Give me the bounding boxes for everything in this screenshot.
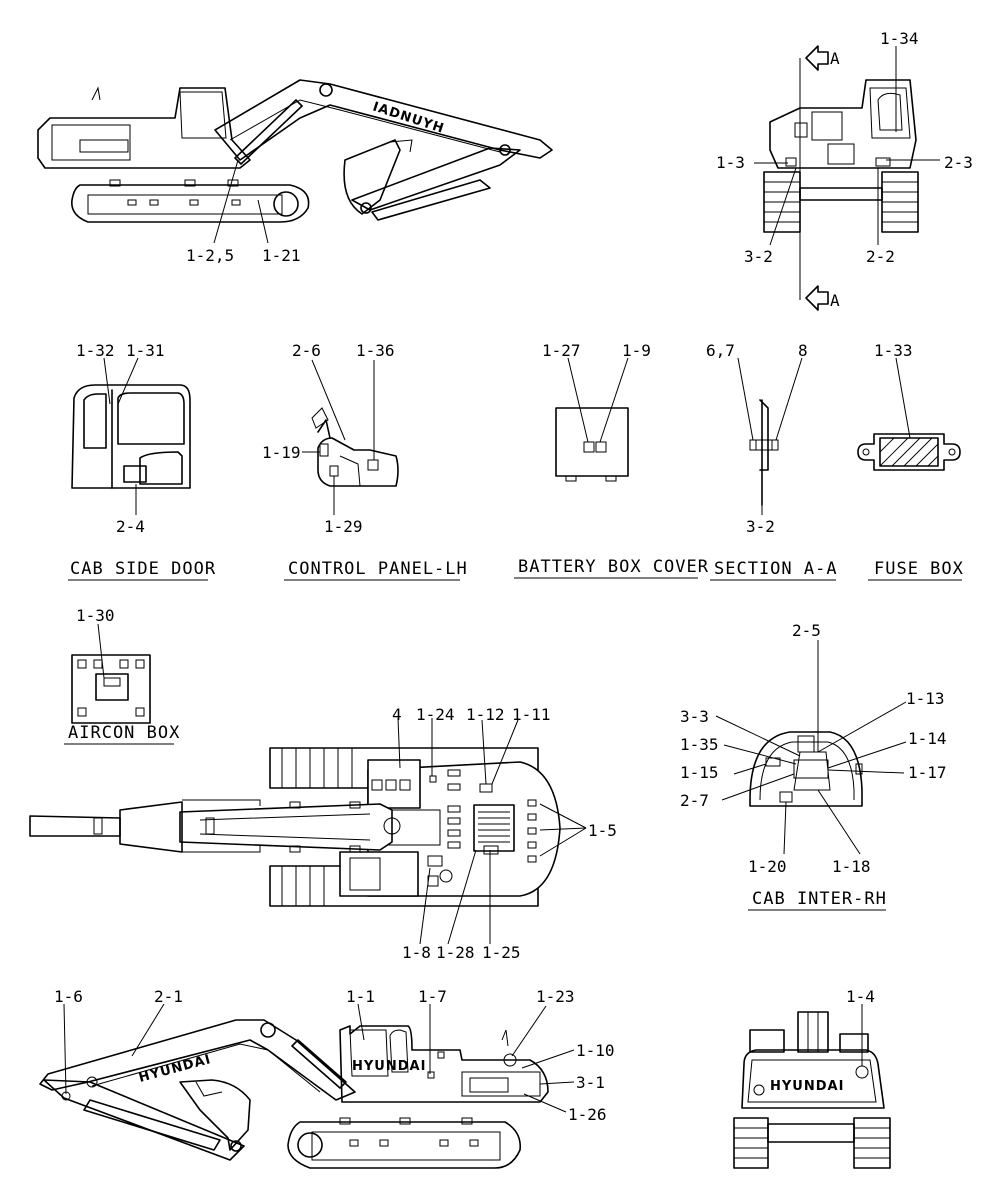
- callout-1-14: 1-14: [908, 729, 947, 748]
- callout-1-24: 1-24: [416, 705, 455, 724]
- callout-1-12: 1-12: [466, 705, 505, 724]
- callout-1-18: 1-18: [832, 857, 871, 876]
- section-arrow-bottom-label: A: [830, 291, 840, 310]
- callout-1-28: 1-28: [436, 943, 475, 962]
- battery-box-cover-panel: 1-27 1-9 BATTERY BOX COVER: [514, 341, 709, 579]
- callout-1-27: 1-27: [542, 341, 581, 360]
- callout-1-23: 1-23: [536, 987, 575, 1006]
- callout-1-3: 1-3: [716, 153, 745, 172]
- callout-1-5: 1-5: [588, 821, 617, 840]
- cab-inter-rh-panel: 2-5 1-13 3-3 1-35 1-14 1-15 1-17 2-7 1-2…: [680, 621, 947, 911]
- title-aircon-box: AIRCON BOX: [68, 723, 180, 743]
- callout-1-1: 1-1: [346, 987, 375, 1006]
- callout-2-5: 2-5: [792, 621, 821, 640]
- callout-3-3: 3-3: [680, 707, 709, 726]
- callout-1-17: 1-17: [908, 763, 947, 782]
- callout-1-21: 1-21: [262, 246, 301, 265]
- callout-1-31: 1-31: [126, 341, 165, 360]
- title-cab-inter-rh: CAB INTER-RH: [752, 889, 887, 909]
- title-control-panel-lh: CONTROL PANEL-LH: [288, 559, 468, 579]
- callout-3-1: 3-1: [576, 1073, 605, 1092]
- title-section-a-a: SECTION A-A: [714, 559, 838, 579]
- callout-1-25: 1-25: [482, 943, 521, 962]
- excavator-plan-view: 4 1-24 1-12 1-11 1-5 1-8 1-28 1-25: [29, 705, 617, 962]
- callout-1-7: 1-7: [418, 987, 447, 1006]
- callout-3-2-front: 3-2: [744, 247, 773, 266]
- title-fuse-box: FUSE BOX: [874, 559, 964, 579]
- callout-1-10: 1-10: [576, 1041, 615, 1060]
- excavator-side-view-top: IADNUYH 1-2,5 1-21: [37, 79, 553, 265]
- section-a-a-panel: 6,7 8 3-2 SECTION A-A: [706, 341, 838, 581]
- callout-8: 8: [798, 341, 808, 360]
- section-arrow-top-label: A: [830, 49, 840, 68]
- callout-2-7: 2-7: [680, 791, 709, 810]
- callout-1-8: 1-8: [402, 943, 431, 962]
- title-battery-box-cover: BATTERY BOX COVER: [518, 557, 709, 577]
- callout-3-2-section: 3-2: [746, 517, 775, 536]
- fuse-box-panel: 1-33 FUSE BOX: [857, 341, 964, 581]
- callout-1-32: 1-32: [76, 341, 115, 360]
- cab-side-door-panel: 1-32 1-31 2-4 CAB SIDE DOOR: [68, 341, 216, 581]
- callout-1-26: 1-26: [568, 1105, 607, 1124]
- callout-1-29: 1-29: [324, 517, 363, 536]
- callout-1-15: 1-15: [680, 763, 719, 782]
- callout-1-19: 1-19: [262, 443, 301, 462]
- excavator-rear-view: HYUNDAI 1-4: [733, 987, 891, 1169]
- callout-1-35: 1-35: [680, 735, 719, 754]
- callout-1-30: 1-30: [76, 606, 115, 625]
- excavator-side-view-bottom: HYUNDAI HYUNDAI 1-6 2-1: [39, 987, 615, 1169]
- cab-brand-decal: HYUNDAI: [352, 1059, 426, 1074]
- callout-2-3: 2-3: [944, 153, 973, 172]
- aircon-box-panel: 1-30 AIRCON BOX: [64, 606, 180, 745]
- callout-2-1: 2-1: [154, 987, 183, 1006]
- callout-6-7: 6,7: [706, 341, 735, 360]
- callout-2-6: 2-6: [292, 341, 321, 360]
- title-cab-side-door: CAB SIDE DOOR: [70, 559, 216, 579]
- callout-1-9: 1-9: [622, 341, 651, 360]
- callout-1-11: 1-11: [512, 705, 551, 724]
- control-panel-lh-panel: 2-6 1-36 1-19 1-29 CONTROL PANEL-LH: [262, 341, 468, 581]
- callout-1-20: 1-20: [748, 857, 787, 876]
- callout-1-33: 1-33: [874, 341, 913, 360]
- callout-2-2: 2-2: [866, 247, 895, 266]
- excavator-front-view: A A 1-34 1-3 2-3 3-2 2-2: [716, 29, 973, 311]
- callout-1-13: 1-13: [906, 689, 945, 708]
- callout-1-6: 1-6: [54, 987, 83, 1006]
- rear-brand-decal: HYUNDAI: [770, 1079, 844, 1094]
- callout-1-2-5: 1-2,5: [186, 246, 234, 265]
- callout-1-36: 1-36: [356, 341, 395, 360]
- callout-4: 4: [392, 705, 402, 724]
- callout-1-4: 1-4: [846, 987, 875, 1006]
- callout-1-34: 1-34: [880, 29, 919, 48]
- callout-2-4: 2-4: [116, 517, 145, 536]
